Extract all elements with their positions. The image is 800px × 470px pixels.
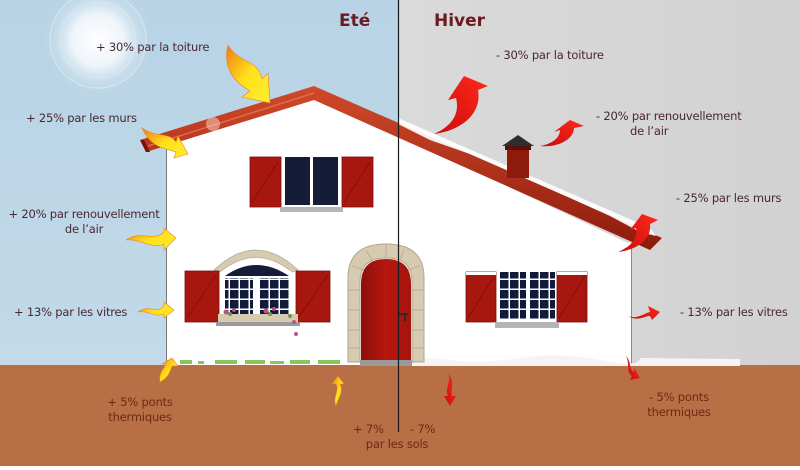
flame-arrow-icon (226, 44, 271, 104)
sun-icon (40, 0, 156, 98)
winter-bridges-label-line1: - 5% ponts (649, 390, 709, 404)
flame-arrow-icon (331, 375, 345, 407)
grass (180, 360, 340, 364)
snow (398, 355, 740, 366)
heat-loss-arrow-icon (434, 76, 488, 134)
flame-arrow-icon (159, 357, 179, 383)
summer-heat-arrows (125, 44, 345, 407)
summer-air-label-line1: + 20% par renouvellement (8, 207, 160, 221)
summer-floor-label: + 7% (353, 422, 384, 436)
winter-floor-label: - 7% (410, 422, 436, 436)
summer-air-label: + 20% par renouvellement de l’air (8, 207, 160, 237)
winter-bridges-label: - 5% ponts thermiques (634, 390, 724, 420)
heat-loss-arrow-icon (628, 306, 660, 320)
winter-bridges-label-line2: thermiques (647, 405, 711, 419)
winter-walls-label: - 25% par les murs (676, 191, 782, 205)
winter-window (465, 270, 588, 328)
summer-roof-label: + 30% par la toiture (96, 40, 210, 54)
summer-title: Eté (339, 11, 371, 31)
heat-loss-arrow-icon (626, 356, 640, 380)
winter-air-label-line2: de l’air (630, 124, 669, 138)
arched-window (184, 249, 331, 336)
summer-bridges-label-line2: thermiques (108, 410, 172, 424)
summer-walls-label: + 25% par les murs (26, 111, 137, 125)
winter-heat-arrows (434, 76, 660, 406)
winter-roof-label: - 30% par la toiture (496, 48, 604, 62)
summer-bridges-label: + 5% ponts thermiques (90, 395, 190, 425)
chimney (502, 135, 534, 178)
heat-loss-arrow-icon (444, 374, 456, 406)
front-door (347, 243, 425, 366)
summer-windows-label: + 13% par les vitres (14, 305, 128, 319)
floor-caption: par les sols (365, 437, 429, 451)
ground (0, 365, 800, 466)
flame-arrow-icon (137, 301, 175, 319)
summer-bridges-label-line1: + 5% ponts (107, 395, 173, 409)
heat-loss-arrow-icon (540, 120, 584, 147)
upper-window (249, 155, 374, 212)
flame-arrow-icon (125, 227, 177, 251)
summer-air-label-line2: de l’air (64, 222, 104, 236)
winter-air-label-line1: - 20% par renouvellement (596, 109, 742, 123)
winter-windows-label: - 13% par les vitres (680, 305, 788, 319)
heat-loss-arrow-icon (618, 214, 658, 252)
winter-title: Hiver (434, 11, 486, 31)
flame-arrow-icon (141, 127, 189, 159)
